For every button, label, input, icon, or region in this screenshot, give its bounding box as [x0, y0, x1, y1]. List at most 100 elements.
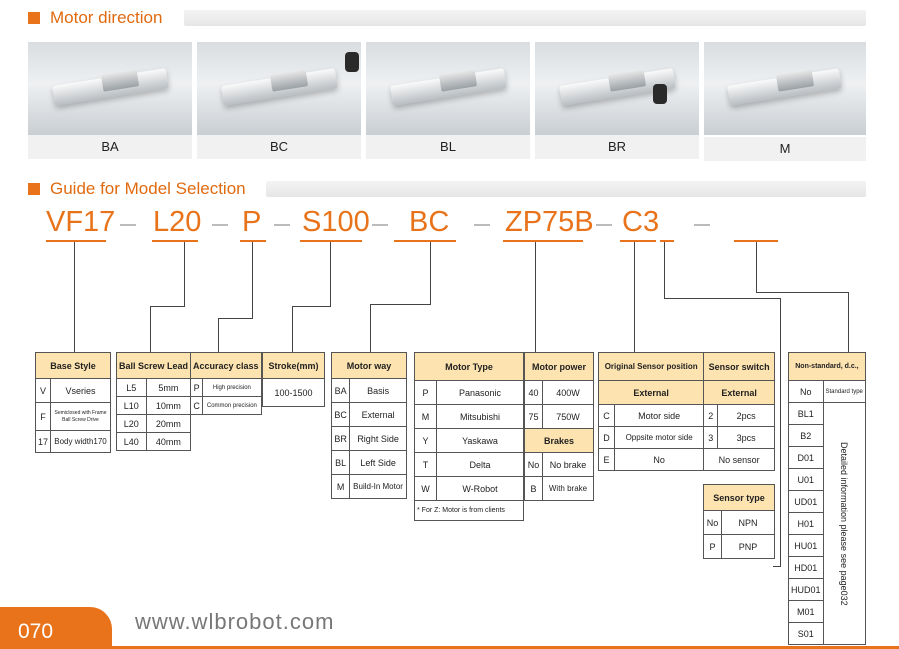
table-cell: No — [524, 452, 543, 477]
table-cell: D01 — [788, 446, 824, 469]
connector-line — [664, 242, 665, 298]
connector-line — [848, 292, 849, 352]
table-cell: V — [34, 378, 52, 403]
table-cell: W-Robot — [436, 476, 524, 501]
table-cell: P — [189, 378, 204, 397]
table-subheader: External — [597, 380, 705, 405]
table-header: Sensor type — [703, 484, 775, 511]
table-cell: 40mm — [145, 432, 192, 451]
section-divider — [184, 10, 866, 26]
table-cell: L5 — [116, 378, 147, 397]
table-header: Accuracy class — [190, 352, 262, 379]
connector-line — [780, 298, 781, 566]
code-part-motor: ZP75B — [505, 206, 594, 238]
connector-line — [218, 318, 253, 319]
table-cell: External — [349, 402, 407, 427]
table-cell: 5mm — [145, 378, 192, 397]
table-header: Motor power — [524, 352, 594, 381]
table-cell: Build-In Motor — [349, 474, 407, 499]
code-separator — [120, 224, 136, 226]
table-cell: HU01 — [788, 534, 824, 557]
table-header: Ball Screw Lead — [115, 352, 192, 379]
code-underline — [46, 240, 106, 242]
table-cell: PNP — [721, 534, 775, 559]
table-cell: S01 — [788, 622, 824, 645]
section-title: Guide for Model Selection — [50, 179, 246, 198]
table-header: Motor Type — [414, 352, 524, 381]
code-underline — [240, 240, 266, 242]
page-number-tab — [0, 607, 112, 649]
table-cell: No — [613, 448, 705, 471]
table-cell: HUD01 — [788, 578, 824, 601]
connector-line — [252, 242, 253, 318]
code-underline — [394, 240, 456, 242]
table-header: Sensor switch — [703, 352, 775, 381]
bullet-square-icon — [28, 183, 40, 195]
table-header: Original Sensor position — [597, 352, 705, 381]
table-cell: P — [703, 534, 722, 559]
code-part-lead: L20 — [153, 206, 202, 238]
code-underline — [503, 240, 583, 242]
table-cell: Mitsubishi — [436, 404, 524, 429]
table-cell: T — [414, 452, 437, 477]
table-cell: 3 — [703, 426, 719, 449]
table-cell: 400W — [542, 380, 594, 405]
code-part-accuracy: P — [242, 206, 262, 238]
table-cell: No brake — [542, 452, 594, 477]
website-link[interactable]: www.wlbrobot.com — [135, 609, 335, 634]
bullet-square-icon — [28, 12, 40, 24]
table-subheader: External — [703, 380, 775, 405]
table-cell: BA — [330, 378, 351, 403]
product-photo-bl — [366, 42, 530, 135]
table-header: Base Style — [35, 352, 111, 379]
code-separator — [274, 224, 290, 226]
table-cell: F — [34, 402, 52, 431]
table-cell: BR — [330, 426, 351, 451]
table-cell: D — [598, 426, 615, 449]
code-part-stroke: S100 — [302, 206, 370, 238]
table-cell: BL — [330, 450, 351, 475]
table-cell: Body width170 — [50, 430, 111, 453]
connector-line — [370, 304, 371, 352]
connector-line — [756, 292, 848, 293]
table-cell: Standard type — [822, 380, 866, 403]
table-sensor-position: Original Sensor position Sensor switch E… — [597, 352, 775, 471]
code-separator — [372, 224, 388, 226]
table-cell: 100-1500 — [262, 378, 325, 407]
table-cell: 2 — [703, 404, 719, 427]
page-number: 070 — [18, 620, 54, 643]
table-cell: L20 — [116, 414, 147, 433]
table-cell: 3pcs — [717, 426, 775, 449]
table-cell: L40 — [116, 432, 147, 451]
connector-line — [74, 242, 75, 352]
product-photo-br — [535, 42, 699, 135]
product-photo-ba — [28, 42, 192, 135]
section-divider — [266, 181, 866, 197]
code-underline — [152, 240, 198, 242]
table-cell: U01 — [788, 468, 824, 491]
code-part-base: VF17 — [46, 206, 116, 238]
section-title: Motor direction — [50, 8, 163, 27]
code-separator — [474, 224, 490, 226]
code-separator — [694, 224, 710, 226]
connector-line — [664, 298, 780, 299]
table-cell: 750W — [542, 404, 594, 429]
code-separator — [212, 224, 228, 226]
table-note-vertical: Detailed information please see page032 — [822, 402, 866, 645]
connector-line — [330, 242, 331, 306]
connector-line — [150, 306, 151, 352]
code-underline — [620, 240, 656, 242]
table-cell: HD01 — [788, 556, 824, 579]
table-cell: C — [598, 404, 615, 427]
table-cell: W — [414, 476, 437, 501]
variant-label-ba: BA — [28, 135, 192, 159]
section-header-model-selection: Guide for Model Selection — [28, 179, 246, 199]
table-cell: 75 — [524, 404, 543, 429]
table-cell: Panasonic — [436, 380, 524, 405]
variant-label-bc: BC — [197, 135, 361, 159]
